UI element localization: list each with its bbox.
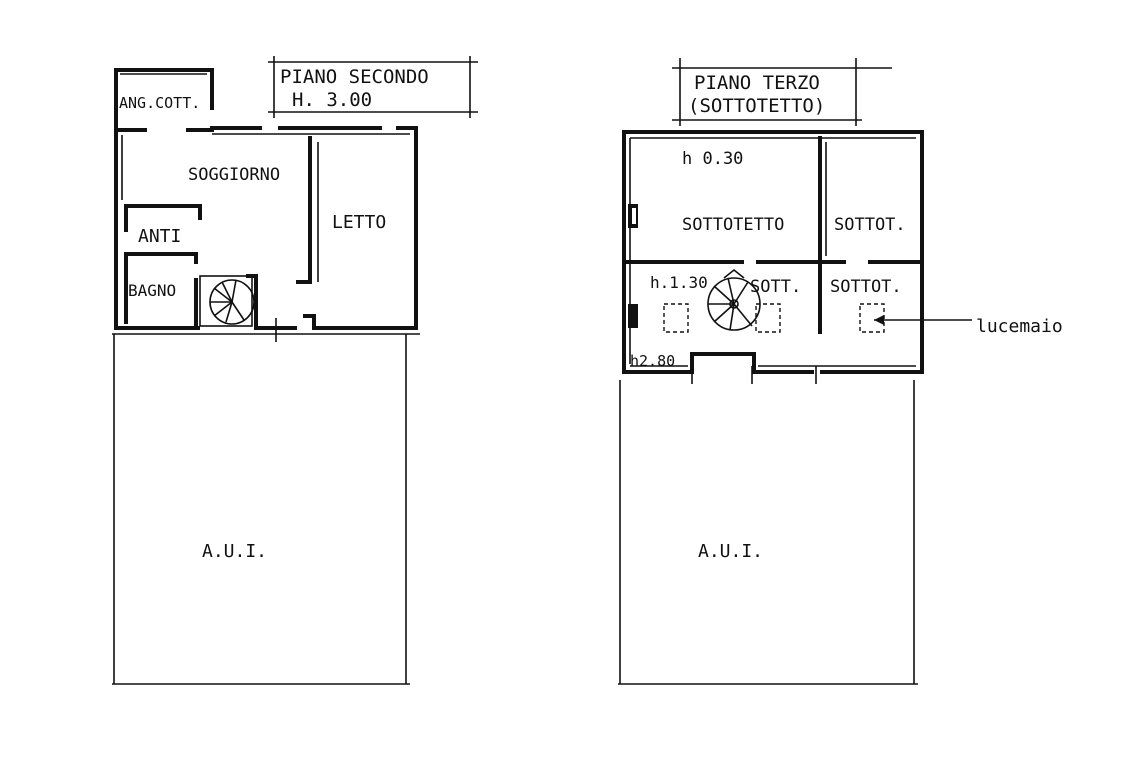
- label-aui-left: A.U.I.: [202, 541, 267, 562]
- height-mid: h.1.30: [650, 273, 708, 292]
- title-piano-secondo: PIANO SECONDO: [280, 66, 429, 88]
- height-piano-secondo: H. 3.00: [292, 89, 372, 111]
- label-sott-mid: SOTT.: [750, 277, 801, 297]
- height-top: h 0.30: [682, 149, 743, 169]
- subtitle-sottotetto: (SOTTOTETTO): [688, 95, 825, 117]
- title-box-piano-terzo: PIANO TERZO (SOTTOTETTO): [672, 58, 892, 126]
- plan-piano-secondo: PIANO SECONDO H. 3.00 ANG.COTT.: [112, 56, 478, 685]
- callout-lucemaio: lucemaio: [874, 315, 1063, 337]
- area-aui-right: A.U.I.: [618, 380, 918, 685]
- label-soggiorno: SOGGIORNO: [188, 165, 280, 185]
- area-aui-left: A.U.I.: [112, 334, 410, 685]
- label-ang-cott: ANG.COTT.: [119, 94, 200, 112]
- title-box-piano-secondo: PIANO SECONDO H. 3.00: [268, 56, 478, 118]
- label-bagno: BAGNO: [128, 281, 176, 300]
- spiral-stair-piano-secondo: [199, 274, 258, 330]
- walls-piano-terzo: [622, 130, 924, 384]
- height-bottom: h2.80: [630, 352, 675, 370]
- label-anti: ANTI: [138, 226, 181, 247]
- plan-piano-terzo: PIANO TERZO (SOTTOTETTO): [618, 58, 1063, 685]
- walls-piano-secondo: [112, 126, 420, 342]
- label-aui-right: A.U.I.: [698, 541, 763, 562]
- label-sottot-right-top: SOTTOT.: [834, 215, 906, 235]
- label-lucemaio: lucemaio: [976, 316, 1063, 337]
- skylight-2: [755, 303, 781, 333]
- skylight-1: [663, 303, 689, 333]
- label-letto: LETTO: [332, 212, 386, 233]
- label-sottot-right-mid: SOTTOT.: [830, 277, 902, 297]
- room-ang-cott: ANG.COTT.: [114, 68, 214, 132]
- title-piano-terzo: PIANO TERZO: [694, 72, 820, 94]
- label-sottotetto: SOTTOTETTO: [682, 215, 784, 235]
